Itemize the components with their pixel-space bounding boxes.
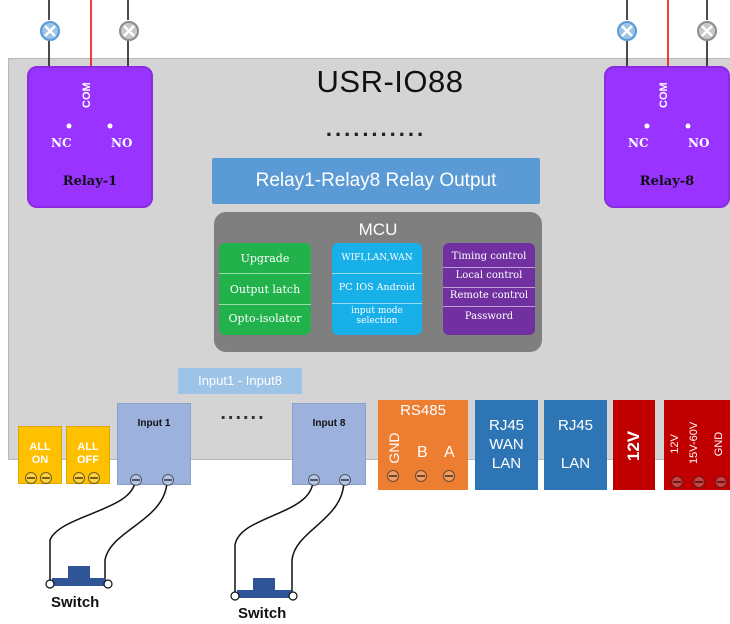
terminal-screw-icon	[73, 472, 85, 484]
input-1-block: Input 1	[117, 403, 191, 485]
switch-label: Switch	[238, 605, 287, 622]
mcu-feature: Output latch	[229, 283, 301, 296]
terminal-x-icon	[40, 21, 60, 41]
mcu-green-column: Upgrade Output latch Opto-isolator	[219, 243, 311, 335]
ellipsis-dots: ...........	[325, 116, 427, 141]
rs485-title: RS485	[400, 402, 446, 419]
rs485-b-label: B	[417, 444, 428, 461]
relay-nc-label: NC	[51, 136, 72, 150]
power-terminal-block: 12V 15V-60V GND	[664, 400, 730, 490]
rj45-wan-port: RJ45 WAN LAN	[475, 400, 538, 490]
power-label: 12V	[624, 430, 643, 462]
dc-12v-jack: 12V	[613, 400, 655, 490]
button-label: ALL	[77, 441, 99, 453]
terminal-screw-icon	[715, 476, 727, 488]
port-label: LAN	[560, 455, 591, 472]
input-8-block: Input 8	[292, 403, 366, 485]
mcu-feature: input mode selection	[351, 306, 403, 327]
mcu-feature: Password	[464, 311, 514, 322]
port-label: RJ45	[557, 417, 594, 434]
mcu-feature: PC IOS Android	[338, 282, 416, 293]
relay-no-label: NO	[688, 136, 710, 150]
relay-no-label: NO	[111, 136, 133, 150]
rs485-a-label: A	[444, 444, 455, 461]
push-switch-icon	[230, 578, 298, 601]
mcu-feature: WIFI,LAN,WAN	[341, 253, 413, 263]
terminal-screw-icon	[25, 472, 37, 484]
terminal-screw-icon	[671, 476, 683, 488]
relay-name: Relay-8	[639, 174, 695, 189]
input-label: Input 8	[312, 418, 346, 429]
mcu-feature: Opto-isolator	[228, 312, 302, 325]
terminal-screw-icon	[339, 474, 351, 486]
button-label: ON	[31, 454, 49, 466]
terminal-screw-icon	[88, 472, 100, 484]
relay-name: Relay-1	[62, 174, 118, 189]
terminal-x-icon	[119, 21, 139, 41]
relay-output-banner: Relay1-Relay8 Relay Output	[212, 158, 540, 204]
terminal-screw-icon	[443, 470, 455, 482]
input-label: Input 1	[137, 418, 171, 429]
terminal-x-icon	[617, 21, 637, 41]
port-label: LAN	[491, 455, 522, 472]
terminal-screw-icon	[40, 472, 52, 484]
power-label: 15V-60V	[688, 421, 700, 464]
power-label: GND	[713, 431, 725, 457]
terminal-screw-icon	[308, 474, 320, 486]
mcu-feature: Local control	[455, 270, 523, 281]
inputs-label: Input1 - Input8	[178, 368, 302, 394]
port-label: WAN	[489, 436, 524, 453]
push-switch-icon	[45, 566, 113, 589]
ellipsis-dots: ......	[220, 402, 266, 424]
terminal-screw-icon	[130, 474, 142, 486]
terminal-screw-icon	[693, 476, 705, 488]
relay-contact-points	[66, 123, 691, 129]
terminal-screw-icon	[415, 470, 427, 482]
page-title: USR-IO88	[316, 64, 464, 99]
terminal-screw-icon	[162, 474, 174, 486]
relay-1-block: COM NC NO Relay-1	[27, 66, 153, 208]
rj45-lan-port: RJ45 LAN	[544, 400, 607, 490]
relay-nc-label: NC	[628, 136, 649, 150]
mcu-cyan-column: WIFI,LAN,WAN PC IOS Android input mode s…	[332, 243, 422, 335]
mcu-purple-column: Timing control Local control Remote cont…	[443, 243, 535, 335]
mcu-feature: Upgrade	[240, 252, 290, 265]
button-label: ALL	[29, 441, 51, 453]
rs485-gnd-label: GND	[386, 432, 402, 464]
mcu-feature: Remote control	[449, 290, 529, 301]
port-label: RJ45	[488, 417, 525, 434]
mcu-title: MCU	[358, 220, 398, 239]
terminal-x-icon	[697, 21, 717, 41]
switch-label: Switch	[51, 594, 100, 611]
power-label: 12V	[669, 434, 681, 454]
terminal-screw-icon	[387, 470, 399, 482]
relay-8-block: COM NC NO Relay-8	[604, 66, 730, 208]
button-label: OFF	[77, 454, 99, 466]
mcu-feature: Timing control	[451, 251, 527, 262]
